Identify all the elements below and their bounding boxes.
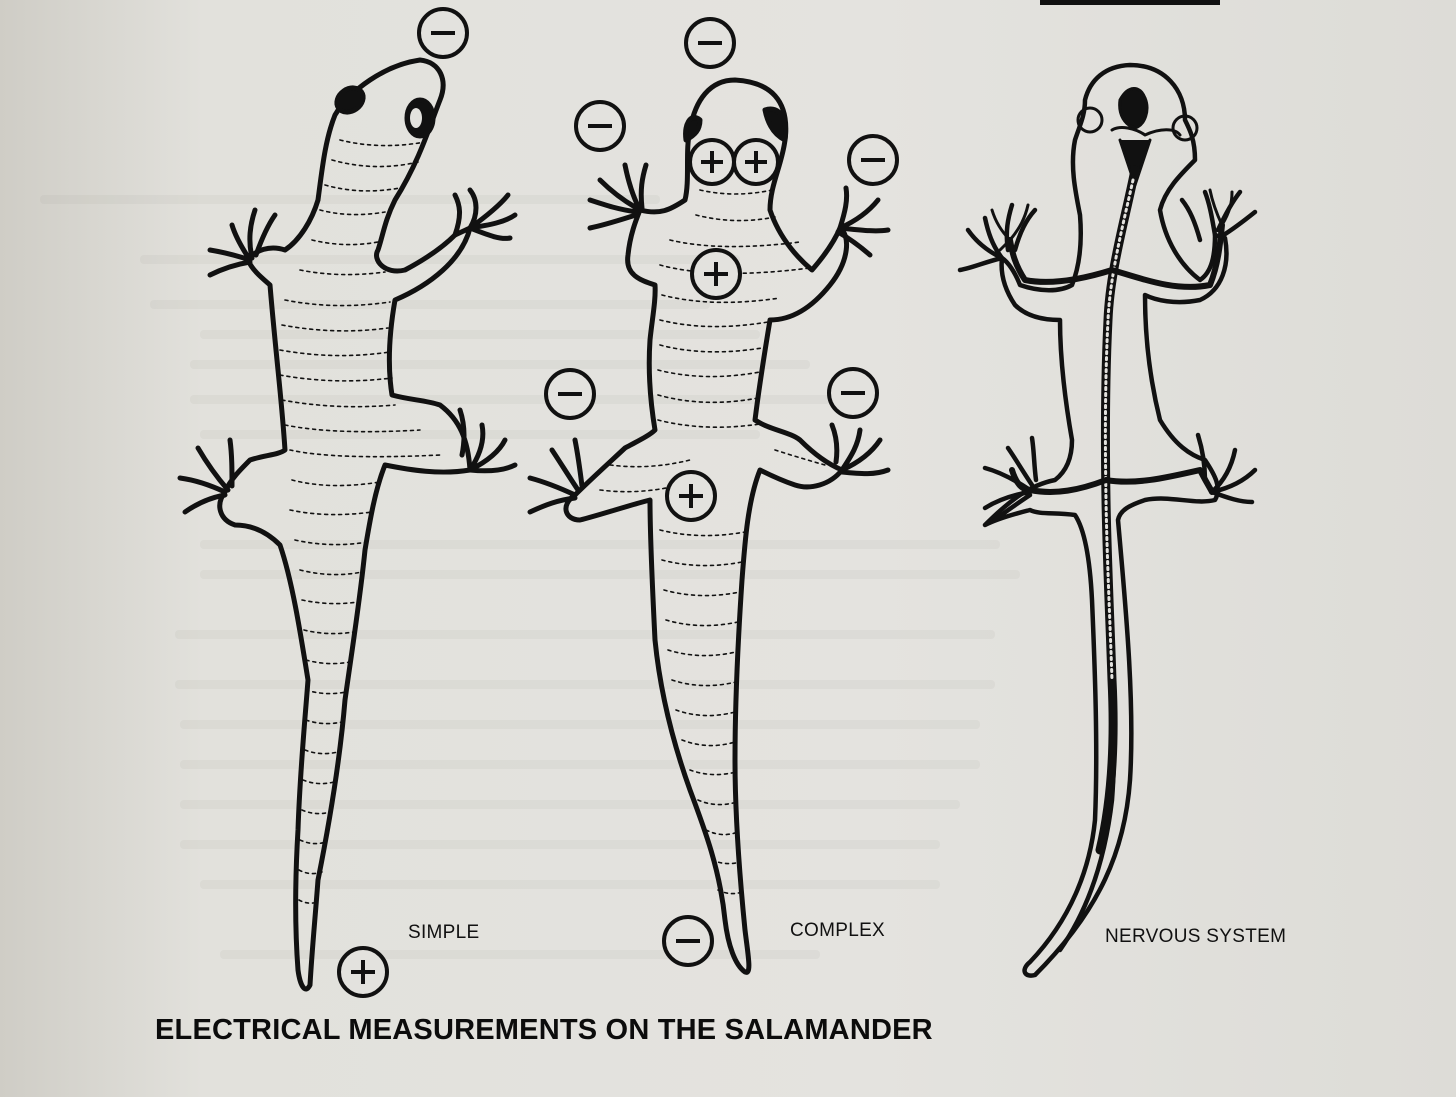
marker-complex-positive-eye-right bbox=[732, 138, 780, 186]
simple-eye-left bbox=[334, 85, 366, 115]
nervous-body-outline bbox=[982, 62, 1229, 978]
panel-label-complex: COMPLEX bbox=[790, 920, 886, 941]
marker-complex-positive-eye-left bbox=[688, 138, 736, 186]
salamander-nervous-system bbox=[957, 62, 1258, 978]
nervous-hand-hind-right bbox=[1195, 432, 1258, 505]
marker-complex-positive-hips bbox=[665, 470, 717, 522]
salamander-complex bbox=[527, 77, 891, 975]
simple-hand-hind-left bbox=[177, 437, 235, 515]
complex-hand-front-left bbox=[587, 162, 649, 231]
salamander-simple bbox=[177, 57, 518, 992]
electrode-markers bbox=[337, 7, 899, 998]
panel-label-nervous-system: NERVOUS SYSTEM bbox=[1105, 926, 1287, 947]
complex-body-outline bbox=[563, 77, 850, 975]
complex-hand-hind-left bbox=[527, 437, 585, 515]
marker-complex-negative-head bbox=[684, 17, 736, 69]
figure-caption: ELECTRICAL MEASUREMENTS ON THE SALAMANDE… bbox=[155, 1014, 933, 1046]
simple-hand-front-left bbox=[207, 207, 278, 278]
nervous-hand-front-left bbox=[957, 202, 1038, 273]
marker-complex-positive-shoulders bbox=[690, 248, 742, 300]
marker-simple-negative-head bbox=[417, 7, 469, 59]
nervous-hand-hind-left bbox=[982, 435, 1039, 523]
complex-hand-front-right bbox=[835, 185, 891, 258]
simple-hand-hind-right bbox=[457, 407, 518, 474]
nervous-nerves-front bbox=[1007, 222, 1225, 290]
complex-hand-hind-right bbox=[829, 422, 891, 477]
simple-body-outline bbox=[217, 57, 473, 992]
complex-eye-right bbox=[762, 106, 789, 143]
nervous-nerves-hind bbox=[1009, 467, 1215, 495]
complex-eye-left bbox=[683, 115, 703, 143]
panel-label-simple: SIMPLE bbox=[408, 922, 480, 943]
marker-complex-negative-mid-left bbox=[544, 368, 596, 420]
marker-complex-negative-tail bbox=[662, 915, 714, 967]
simple-dot-bands bbox=[279, 139, 441, 904]
marker-complex-negative-upper-right bbox=[847, 134, 899, 186]
nervous-hand-front-right bbox=[1179, 189, 1258, 243]
marker-complex-negative-upper-left bbox=[574, 100, 626, 152]
marker-simple-positive-tail bbox=[337, 946, 389, 998]
simple-hand-front-right bbox=[452, 187, 518, 241]
marker-complex-negative-mid-right bbox=[827, 367, 879, 419]
top-rule bbox=[1040, 0, 1220, 5]
